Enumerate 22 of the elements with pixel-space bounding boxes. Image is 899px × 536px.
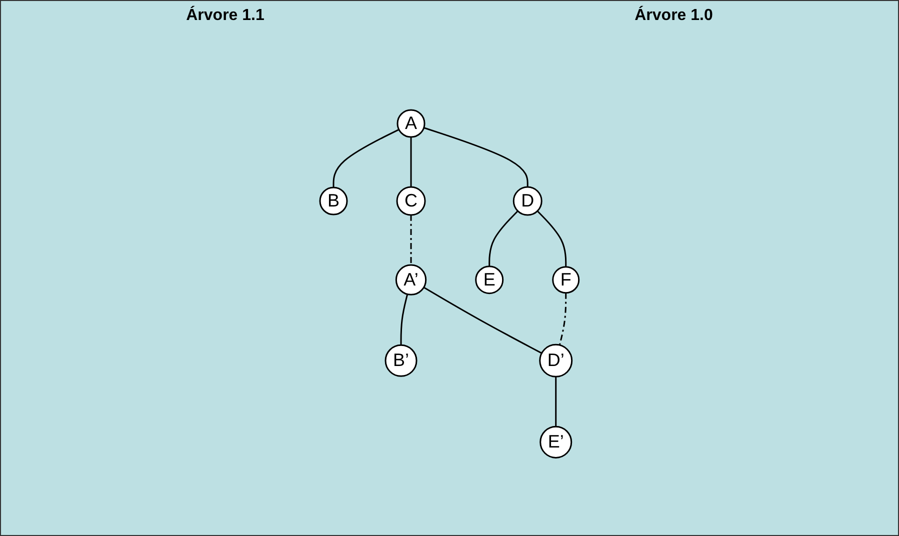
node-circle: B’ (384, 344, 418, 378)
node-circle: D’ (539, 344, 573, 378)
connector (488, 210, 518, 266)
connector (423, 286, 542, 354)
node-circle: D (512, 186, 542, 216)
node-circle: C (396, 186, 426, 216)
node-circle: F (552, 266, 580, 294)
node-circle: A (396, 109, 426, 138)
connector (536, 210, 567, 267)
node-circle: E (475, 266, 504, 294)
node-circle: A’ (396, 264, 427, 296)
connector (558, 293, 567, 346)
connector (410, 137, 412, 188)
node-circle: B (319, 186, 348, 216)
connector (332, 129, 400, 188)
connector (555, 376, 557, 427)
connector (400, 294, 408, 346)
connector (410, 215, 412, 266)
tree-title: Árvore 1.1 (186, 7, 264, 25)
tree-title: Árvore 1.0 (634, 7, 713, 25)
node-circle: E’ (540, 426, 572, 459)
connector (424, 127, 528, 188)
